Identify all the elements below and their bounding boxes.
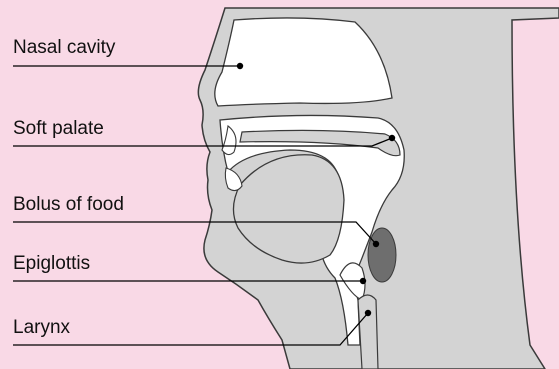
epiglottis-label: Epiglottis (13, 254, 90, 273)
soft-palate-label: Soft palate (13, 119, 104, 138)
soft-palate-dot (389, 135, 395, 141)
bolus-of-food-label: Bolus of food (13, 195, 124, 214)
bolus-dot (373, 241, 379, 247)
larynx-label: Larynx (13, 318, 70, 337)
bolus-of-food-mass (368, 228, 396, 282)
larynx-dot (365, 310, 371, 316)
epiglottis-dot (360, 278, 366, 284)
larynx-tube (358, 295, 378, 369)
nasal-cavity-label: Nasal cavity (13, 38, 115, 57)
nasal-cavity-dot (237, 63, 243, 69)
